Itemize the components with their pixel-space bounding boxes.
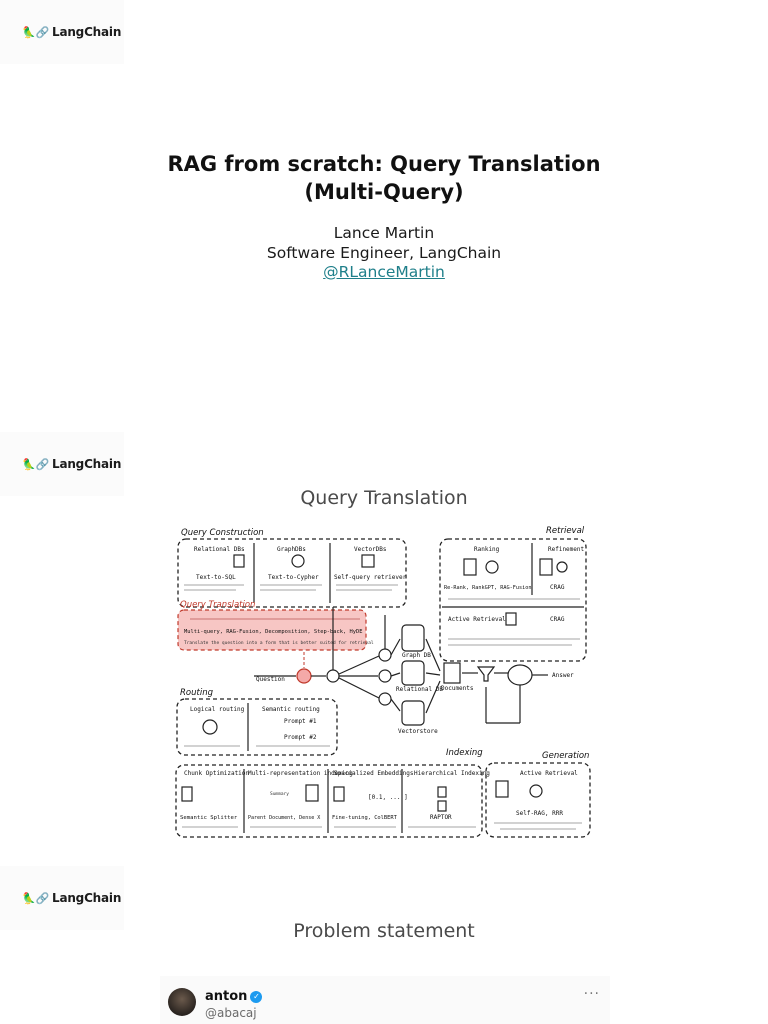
title-line-2: (Multi-Query) <box>0 178 768 206</box>
author-name: Lance Martin <box>0 224 768 244</box>
answer-label: Answer <box>552 672 574 679</box>
rag-overview-diagram: Query Construction Relational DBs GraphD… <box>0 515 768 845</box>
slide-title: RAG from scratch: Query Translation (Mul… <box>0 150 768 206</box>
section-heading: Problem statement <box>0 920 768 942</box>
refinement-label: Refinement <box>548 546 585 553</box>
spec-emb-label: Specialized Embeddings <box>334 770 414 777</box>
documents-icon <box>444 663 460 683</box>
title-line-1: RAG from scratch: Query Translation <box>0 150 768 178</box>
crag-label-2: CRAG <box>550 616 565 623</box>
self-query-label: Self-query retriever <box>334 574 407 581</box>
qt-methods-label: Multi-query, RAG-Fusion, Decomposition, … <box>184 629 363 635</box>
crag-label: CRAG <box>550 584 565 591</box>
verified-badge-icon: ✓ <box>250 991 262 1003</box>
retrieval-box <box>440 539 586 661</box>
query-translation-label: Query Translation <box>180 600 255 610</box>
query-construction-label: Query Construction <box>181 528 264 538</box>
logo-text: LangChain <box>52 891 121 905</box>
generation-label: Generation <box>542 751 589 761</box>
ranking-label: Ranking <box>474 546 500 553</box>
author-handle-link[interactable]: @RLanceMartin <box>323 263 445 281</box>
vectorstore-label: Vectorstore <box>398 728 438 735</box>
retrieval-label: Retrieval <box>546 526 585 536</box>
chunk-opt-label: Chunk Optimization <box>184 770 249 777</box>
self-rag-label: Self-RAG, RRR <box>516 810 563 817</box>
summary-label: Summary <box>270 791 289 797</box>
filter-icon <box>478 667 494 681</box>
qt-desc-label: Translate the question into a form that … <box>184 640 374 646</box>
embedded-tweet[interactable]: anton✓ @abacaj ··· <box>160 976 610 1024</box>
rerank-label: Re-Rank, RankGPT, RAG-Fusion <box>444 585 531 591</box>
graph-dbs-label: GraphDBs <box>277 546 306 553</box>
tweet-author[interactable]: anton✓ <box>205 989 262 1004</box>
graph-db-icon <box>402 625 424 651</box>
hier-idx-label: Hierarchical Indexing <box>414 770 490 777</box>
relational-db-icon <box>402 661 424 685</box>
prompt2-label: Prompt #2 <box>284 734 317 741</box>
graph-db-label: Graph DB <box>402 652 431 659</box>
fine-tuning-label: Fine-tuning, ColBERT <box>332 815 398 821</box>
logo-text: LangChain <box>52 457 121 471</box>
logical-routing-label: Logical routing <box>190 706 245 713</box>
vector-dbs-label: VectorDBs <box>354 546 387 553</box>
section-heading: Query Translation <box>0 487 768 509</box>
translation-node <box>297 669 311 683</box>
routing-label: Routing <box>180 688 214 698</box>
parrot-link-icon: 🦜🔗 <box>22 458 49 471</box>
llm-brain-icon <box>508 665 532 685</box>
question-label: Question <box>256 676 285 683</box>
avatar[interactable] <box>168 988 196 1016</box>
text-to-sql-label: Text-to-SQL <box>196 574 236 581</box>
langchain-logo: 🦜🔗 LangChain <box>0 0 124 64</box>
semantic-splitter-label: Semantic Splitter <box>180 815 238 821</box>
tweet-handle[interactable]: @abacaj <box>205 1006 257 1020</box>
parent-doc-label: Parent Document, Dense X <box>248 815 320 821</box>
parrot-link-icon: 🦜🔗 <box>22 26 49 39</box>
gen-active-retrieval-label: Active Retrieval <box>520 770 578 777</box>
routing-node <box>327 670 339 682</box>
relational-dbs-label: Relational DBs <box>194 546 245 553</box>
logo-text: LangChain <box>52 25 121 39</box>
prompt1-label: Prompt #1 <box>284 718 317 725</box>
indexing-label: Indexing <box>446 748 483 758</box>
tweet-author-name: anton <box>205 989 247 1004</box>
svg-text:[0.1, ... ]: [0.1, ... ] <box>368 794 408 801</box>
active-retrieval-label: Active Retrieval <box>448 616 506 623</box>
author-block: Lance Martin Software Engineer, LangChai… <box>0 224 768 283</box>
parrot-link-icon: 🦜🔗 <box>22 892 49 905</box>
more-options-icon[interactable]: ··· <box>584 986 600 1002</box>
vectorstore-icon <box>402 701 424 725</box>
author-role: Software Engineer, LangChain <box>0 244 768 264</box>
documents-label: Documents <box>441 685 474 692</box>
text-to-cypher-label: Text-to-Cypher <box>268 574 319 581</box>
raptor-label: RAPTOR <box>430 814 452 821</box>
semantic-routing-label: Semantic routing <box>262 706 320 713</box>
